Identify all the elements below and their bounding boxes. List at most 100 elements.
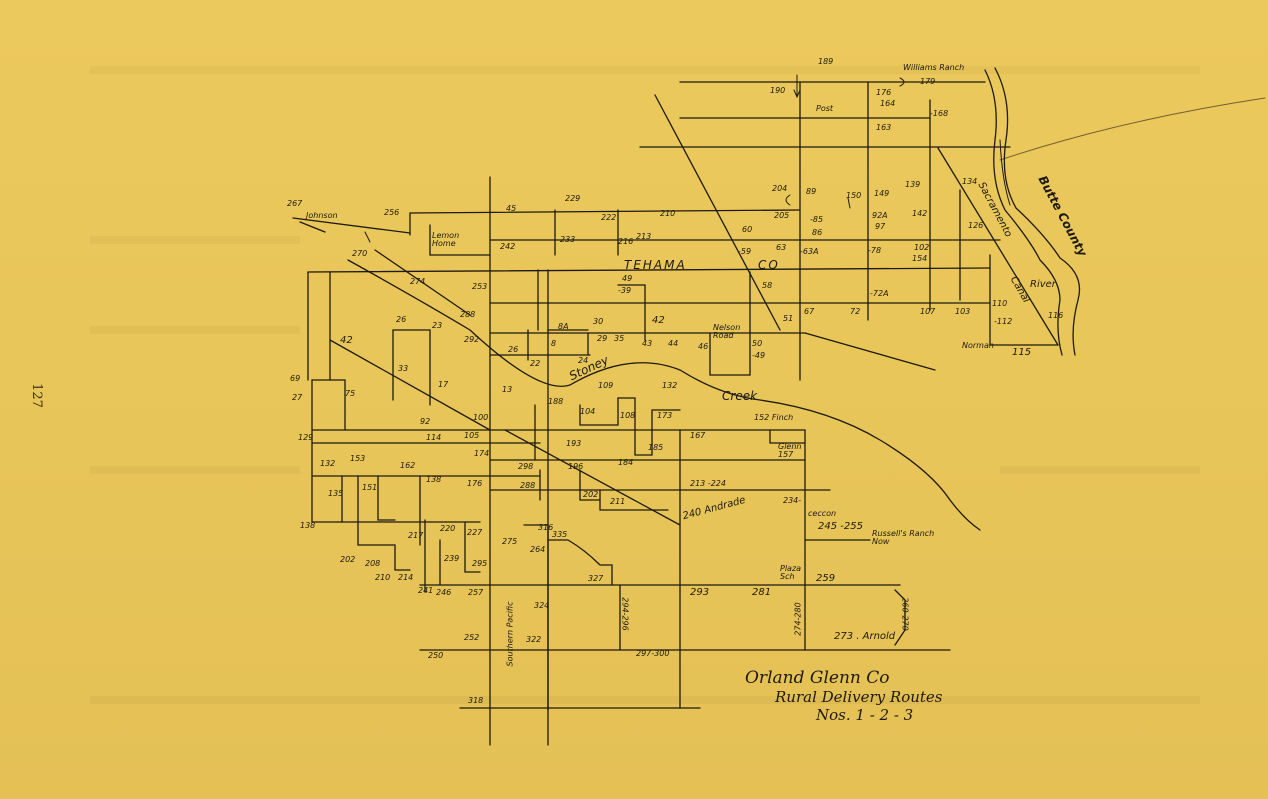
plaza-school-label: Plaza Sch xyxy=(780,564,802,581)
route-number: 267 xyxy=(287,199,303,208)
route-number: 75 xyxy=(345,389,356,398)
route-number: 298 xyxy=(518,462,534,471)
route-number: 185 xyxy=(648,443,664,452)
route-number: 42 xyxy=(340,335,353,346)
johnson-label: Johnson xyxy=(306,211,338,220)
route-number: 8A xyxy=(558,322,569,331)
route-number: 264 xyxy=(530,545,546,554)
route-number: 213 xyxy=(636,232,652,241)
route-number: 253 xyxy=(472,282,488,291)
route-number: 153 xyxy=(350,454,366,463)
route-number: 23 xyxy=(432,321,443,330)
route-number: 222 xyxy=(601,213,617,222)
route-number: 114 xyxy=(426,433,442,442)
route-number: 173 xyxy=(657,411,673,420)
route-number: 164 xyxy=(880,99,896,108)
route-number: 33 xyxy=(398,364,409,373)
route-number: -63A xyxy=(800,247,819,256)
route-number: 50 xyxy=(752,339,763,348)
route-number: 92 xyxy=(420,417,431,426)
route-number: 60 xyxy=(742,225,753,234)
diagonal-road xyxy=(329,339,491,431)
post-label: Post xyxy=(816,104,834,113)
lemon-home-label: Lemon Home xyxy=(432,231,460,248)
route-number: 167 xyxy=(690,431,706,440)
route-number: 138 xyxy=(300,521,316,530)
route-number: 188 xyxy=(548,397,564,406)
arrow-mark xyxy=(899,77,905,87)
route-number: 176 xyxy=(467,479,483,488)
route-number: 204 xyxy=(772,184,788,193)
route-number: 45 xyxy=(506,204,517,213)
river-label: River xyxy=(1030,279,1056,290)
route-number: 97 xyxy=(875,222,886,231)
route-number: 274-280 xyxy=(793,602,803,636)
route-number: 202 xyxy=(340,555,356,564)
route-number: 142 xyxy=(912,209,928,218)
route-number: 293 xyxy=(690,587,710,598)
arrow-mark xyxy=(364,231,371,243)
route-number: 63 xyxy=(776,243,787,252)
stoney-creek xyxy=(347,259,981,531)
route-number: 260-270 xyxy=(900,597,910,631)
route-number: 257 xyxy=(468,588,484,597)
route-number: 105 xyxy=(464,431,480,440)
route-number: 242 xyxy=(500,242,516,251)
route-number: 211 xyxy=(610,497,626,506)
route-number: 281 xyxy=(752,587,772,598)
road-block xyxy=(357,475,411,571)
tehama-label: TEHAMA xyxy=(624,258,687,272)
road-block xyxy=(579,469,601,501)
route-number: -72A xyxy=(870,289,889,298)
route-number: 163 xyxy=(876,123,892,132)
route-number: 216 xyxy=(618,237,634,246)
route-number: 217 xyxy=(408,531,424,540)
route-number: 135 xyxy=(328,489,344,498)
route-number: 233 xyxy=(560,235,576,244)
route-number: -85 xyxy=(810,215,824,224)
route-number: 110 xyxy=(992,299,1008,308)
williams-ranch-label: Williams Ranch xyxy=(903,63,965,72)
route-number: 132 xyxy=(320,459,336,468)
route-number: 138 xyxy=(426,475,442,484)
ceccon-label: ceccon xyxy=(808,509,837,518)
diagonal-road xyxy=(374,249,471,316)
route-number: 150 xyxy=(846,191,862,200)
route-number: 49 xyxy=(622,274,633,283)
road xyxy=(307,267,991,273)
route-number: 13 xyxy=(502,385,513,394)
route-number: 245 -255 xyxy=(818,521,863,532)
route-number: 193 xyxy=(566,439,582,448)
route-number: 292 xyxy=(464,335,480,344)
co-label: CO xyxy=(758,258,780,272)
route-number: 67 xyxy=(804,307,815,316)
route-number: 108 xyxy=(620,411,636,420)
route-number: 132 xyxy=(662,381,678,390)
sacramento-river-east-bank xyxy=(994,67,1081,356)
route-number: 24 xyxy=(578,356,589,365)
road xyxy=(409,209,801,214)
road-block xyxy=(599,489,669,511)
route-number: 189 xyxy=(818,57,834,66)
route-number: 250 xyxy=(428,651,444,660)
route-number: 190 xyxy=(770,86,786,95)
route-number: 100 xyxy=(473,413,489,422)
route-number: 210 xyxy=(375,573,391,582)
route-number: 196 xyxy=(568,462,584,471)
route-number: 104 xyxy=(580,407,596,416)
route-number: -59 xyxy=(738,247,752,256)
route-number: 295 xyxy=(472,559,488,568)
route-number: 69 xyxy=(290,374,301,383)
route-number: 151 xyxy=(362,483,378,492)
route-number: 109 xyxy=(598,381,614,390)
route-number: 8 xyxy=(551,339,557,348)
route-number: 22 xyxy=(530,359,541,368)
route-number: 234- xyxy=(783,496,802,505)
route-number: 107 xyxy=(920,307,936,316)
route-number: 227 xyxy=(467,528,483,537)
route-number: -78 xyxy=(868,246,882,255)
route-number: 275 xyxy=(502,537,518,546)
route-number: 327 xyxy=(588,574,604,583)
route-number: 103 xyxy=(955,307,971,316)
